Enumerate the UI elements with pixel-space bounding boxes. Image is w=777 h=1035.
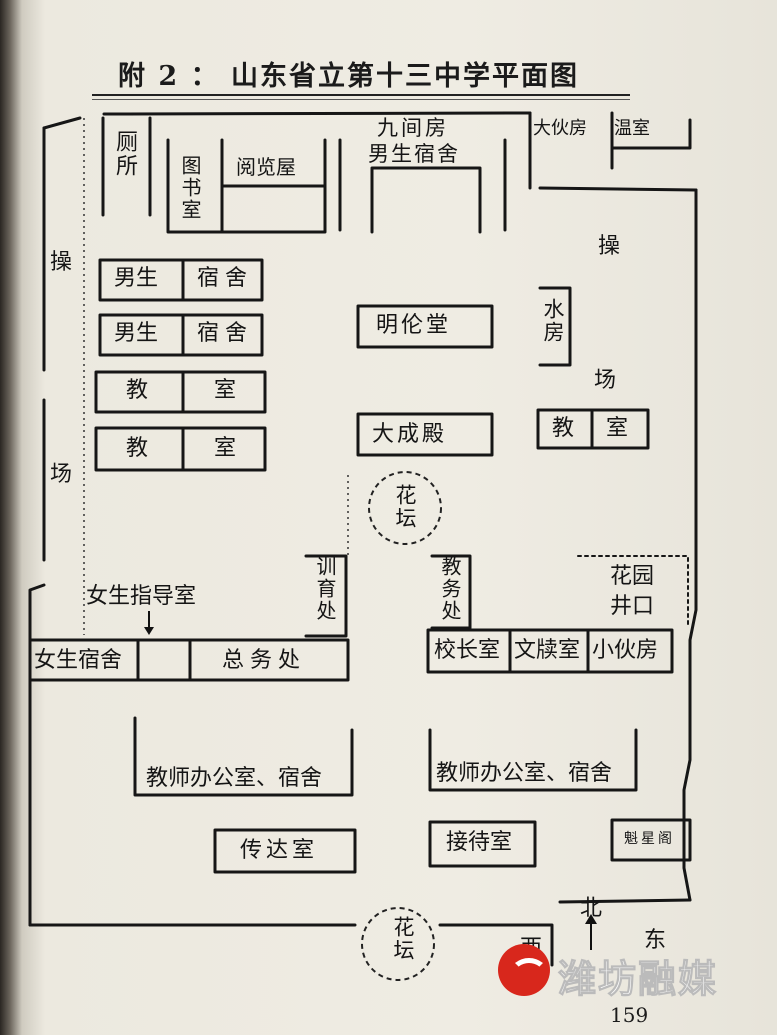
kuixing-label: 魁星阁 [624,831,675,847]
flower-bed-top-outline [368,471,442,545]
title-rule-thin [92,99,630,100]
classroom-2-box [94,426,267,472]
boys-dorm-1-label-a: 男生 [114,266,159,291]
reading-room-label: 阅览屋 [236,155,296,179]
water-room-box [538,286,572,367]
library-label: 图书室 [178,155,202,221]
boys-dorm-top-label: 男生宿舍 [368,142,460,166]
dacheng-hall-label: 大成殿 [372,422,448,447]
arrow-down-icon [144,611,154,635]
girls-guidance-label: 女生指导室 [86,584,197,609]
toilet-walls [101,116,152,217]
playground-left-label-2: 场 [50,462,73,487]
nine-rooms-walls [338,138,507,234]
classroom-right-label-a: 教 [552,416,575,441]
page-title: 附 2 ： 山东省立第十三中学平面图 [118,61,579,92]
garden-box [577,555,689,629]
teacher-office-right [428,728,638,792]
classroom-right-label-b: 室 [606,416,629,441]
brand-logo-icon [498,944,550,996]
small-kitchen-label: 小伙房 [592,638,659,663]
discipline-box [304,554,348,638]
reception-box [428,820,537,868]
classroom-2-label-a: 教 [126,436,149,461]
playground-right-label-1: 操 [598,234,621,259]
watermark-text: 潍坊融媒 [557,957,719,1002]
nine-rooms-label: 九间房 [377,116,449,140]
classroom-1-label-a: 教 [126,378,149,403]
playground-left-label-1: 操 [50,250,73,275]
playground-right-label-2: 场 [594,368,617,393]
watermark: 潍坊融媒 [498,944,770,1002]
north-arrow-icon [585,914,597,950]
classroom-1-label-b: 室 [214,378,237,403]
wendu-room-label: 文牍室 [514,638,581,663]
page-number: 159 [610,1003,649,1027]
kitchen-walls [528,111,692,190]
classroom-right-box [536,408,650,450]
outer-wall-bottom [28,898,692,967]
flower-bed-bottom-outline [361,907,435,981]
gatehouse-box [213,828,357,874]
classroom-2-label-b: 室 [214,436,237,461]
greenhouse-label: 温室 [614,118,650,139]
outer-wall-right [682,188,698,902]
gatehouse-label: 传达室 [240,838,319,863]
flower-bed-bottom-label: 花坛 [391,916,415,962]
garden-label: 花园 [610,564,655,589]
teacher-office-left-label: 教师办公室、宿舍 [146,766,323,791]
academic-box [430,554,472,630]
boys-dorm-1-box [98,258,264,302]
minglun-hall-label: 明伦堂 [376,313,452,338]
outer-wall-top-left [42,111,532,130]
compass-east-label: 东 [644,928,667,953]
outer-wall-left [28,126,46,927]
boys-dorm-1-label-b: 宿舍 [197,266,254,291]
discipline-office-label: 训育处 [313,556,337,622]
boys-dorm-2-label-a: 男生 [114,321,159,346]
well-label: 井口 [610,594,655,619]
water-room-label: 水房 [541,298,565,344]
big-kitchen-label: 大伙房 [533,118,587,139]
library-walls [166,138,327,234]
principal-row [426,628,674,674]
reception-label: 接待室 [446,830,513,855]
flower-bed-top-label: 花坛 [393,484,417,530]
minglun-box [356,304,494,349]
title-rule [92,94,630,96]
girls-dorm-label: 女生宿舍 [34,648,123,673]
general-affairs-label: 总务处 [222,648,307,673]
boys-dorm-2-label-b: 宿舍 [197,321,254,346]
academic-office-label: 教务处 [438,556,462,622]
principal-label: 校长室 [434,638,501,663]
boys-dorm-2-box [98,313,264,357]
teacher-office-left [133,716,354,797]
dacheng-box [356,412,494,457]
right-top-wall [538,186,698,192]
classroom-1-box [94,370,267,414]
kuixing-box [610,818,692,862]
girls-dorm-row [28,638,350,682]
toilet-label: 厕所 [112,130,137,178]
teacher-office-right-label: 教师办公室、宿舍 [436,761,613,786]
